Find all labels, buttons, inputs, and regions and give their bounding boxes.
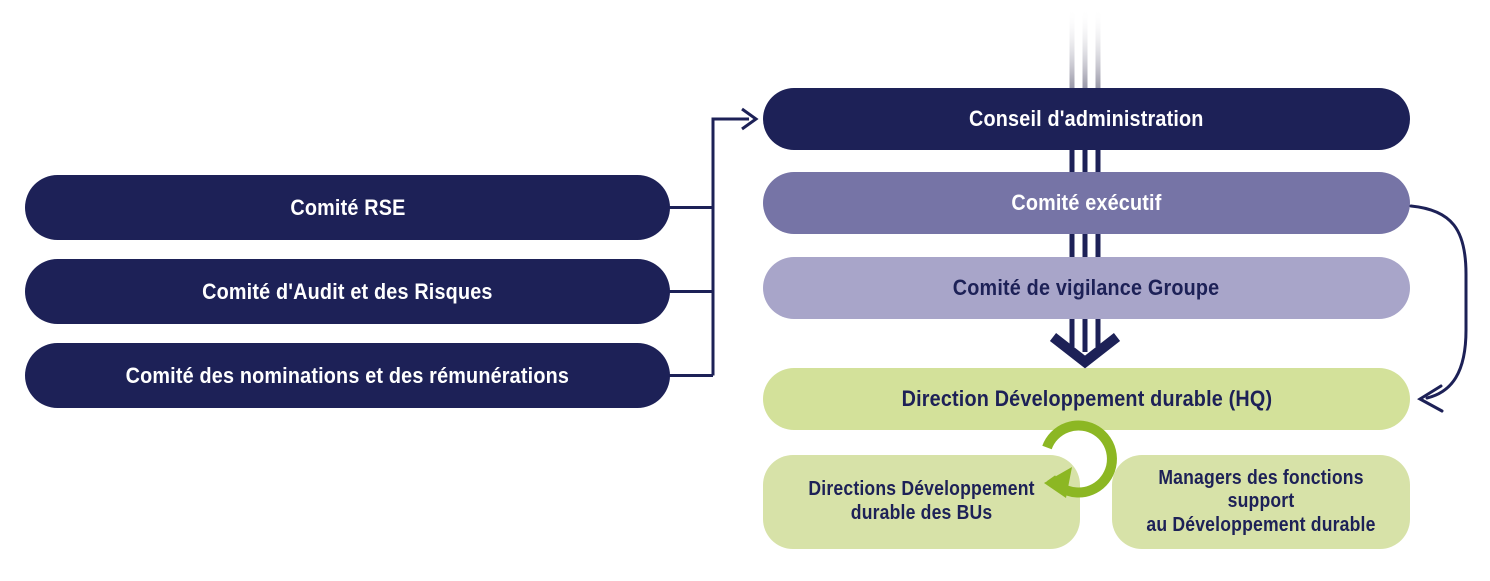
node-managers-support-label: Managers des fonctions support au Dévelo… xyxy=(1146,466,1376,536)
committees-to-conseil-arrow xyxy=(668,107,759,377)
node-comite-rse-label: Comité RSE xyxy=(289,194,406,220)
node-direction-dd-hq-label: Direction Développement durable (HQ) xyxy=(901,386,1272,412)
node-directions-dd-bus: Directions Développement durable des BUs xyxy=(763,455,1080,549)
node-conseil-label: Conseil d'administration xyxy=(969,106,1204,132)
node-comite-nominations: Comité des nominations et des rémunérati… xyxy=(25,343,670,408)
node-comite-executif: Comité exécutif xyxy=(763,172,1410,234)
flow-down-arrowhead xyxy=(1049,320,1121,369)
node-directions-dd-bus-label: Directions Développement durable des BUs xyxy=(808,478,1035,524)
node-comite-nominations-label: Comité des nominations et des rémunérati… xyxy=(125,362,570,388)
node-comite-audit-label: Comité d'Audit et des Risques xyxy=(202,278,493,304)
exec-to-hq-curved-arrow xyxy=(1409,204,1468,413)
node-managers-support: Managers des fonctions support au Dévelo… xyxy=(1112,455,1410,549)
node-comite-vigilance-label: Comité de vigilance Groupe xyxy=(953,275,1220,301)
node-comite-vigilance: Comité de vigilance Groupe xyxy=(763,257,1410,319)
node-conseil-administration: Conseil d'administration xyxy=(763,88,1410,150)
node-comite-rse: Comité RSE xyxy=(25,175,670,240)
node-comite-executif-label: Comité exécutif xyxy=(1011,190,1162,216)
node-direction-dd-hq: Direction Développement durable (HQ) xyxy=(763,368,1410,430)
node-comite-audit: Comité d'Audit et des Risques xyxy=(25,259,670,324)
